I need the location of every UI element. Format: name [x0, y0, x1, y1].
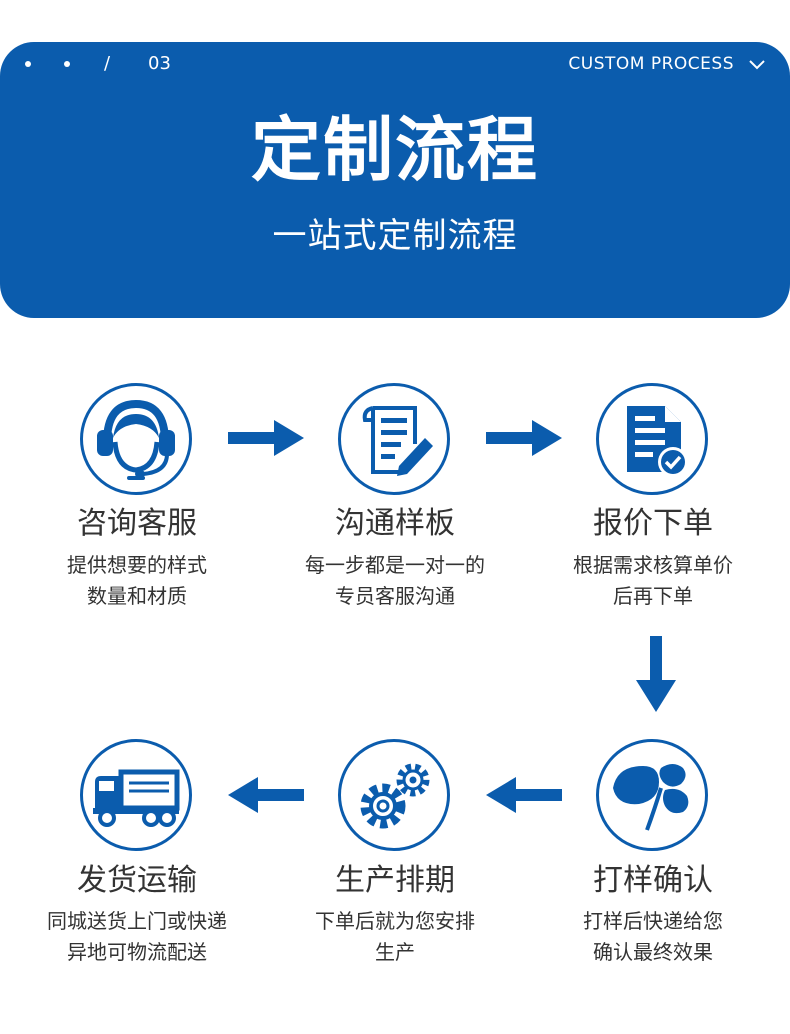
step-description: 专员客服沟通 — [335, 584, 455, 608]
step-circle — [596, 739, 708, 851]
indicator-dot — [25, 61, 31, 67]
gears-icon — [360, 763, 430, 829]
step-description: 下单后就为您安排 — [315, 909, 475, 933]
arrow-left-icon — [486, 777, 562, 813]
step-title: 生产排期 — [335, 863, 455, 898]
step-description: 每一步都是一对一的 — [305, 553, 485, 577]
step-circle — [338, 739, 450, 851]
step-title: 沟通样板 — [335, 506, 455, 541]
clover-icon — [613, 764, 689, 831]
step-circle — [338, 383, 450, 495]
indicator-slash: / — [104, 53, 111, 74]
indicator-dot — [64, 61, 70, 67]
arrow-down-icon — [636, 636, 676, 712]
custom-process-label[interactable]: CUSTOM PROCESS — [568, 54, 734, 74]
step-circle — [80, 739, 192, 851]
truck-icon — [93, 769, 180, 827]
step-title: 咨询客服 — [77, 506, 197, 541]
step-title: 发货运输 — [77, 863, 197, 898]
arrow-left-icon — [228, 777, 304, 813]
arrow-right-icon — [486, 420, 562, 456]
step-description: 异地可物流配送 — [67, 940, 207, 964]
header-banner — [0, 42, 790, 318]
step-title: 打样确认 — [593, 863, 713, 898]
step-description: 同城送货上门或快递 — [47, 909, 227, 933]
page-number: 03 — [148, 53, 171, 74]
document-pen-icon — [362, 406, 433, 476]
headset-operator-icon — [97, 399, 175, 480]
arrow-right-icon — [228, 420, 304, 456]
step-circle — [596, 383, 708, 495]
step-description: 数量和材质 — [87, 584, 187, 608]
step-title: 报价下单 — [593, 506, 713, 541]
step-description: 确认最终效果 — [593, 940, 713, 964]
step-description: 后再下单 — [613, 584, 693, 608]
page-subtitle: 一站式定制流程 — [272, 216, 518, 256]
document-check-icon — [627, 406, 688, 477]
step-description: 根据需求核算单价 — [573, 553, 733, 577]
step-description: 提供想要的样式 — [67, 553, 207, 577]
step-description: 打样后快递给您 — [583, 909, 723, 933]
step-circle — [80, 383, 192, 495]
step-description: 生产 — [375, 940, 415, 964]
page-title: 定制流程 — [251, 109, 539, 191]
chevron-down-icon[interactable] — [746, 52, 768, 76]
